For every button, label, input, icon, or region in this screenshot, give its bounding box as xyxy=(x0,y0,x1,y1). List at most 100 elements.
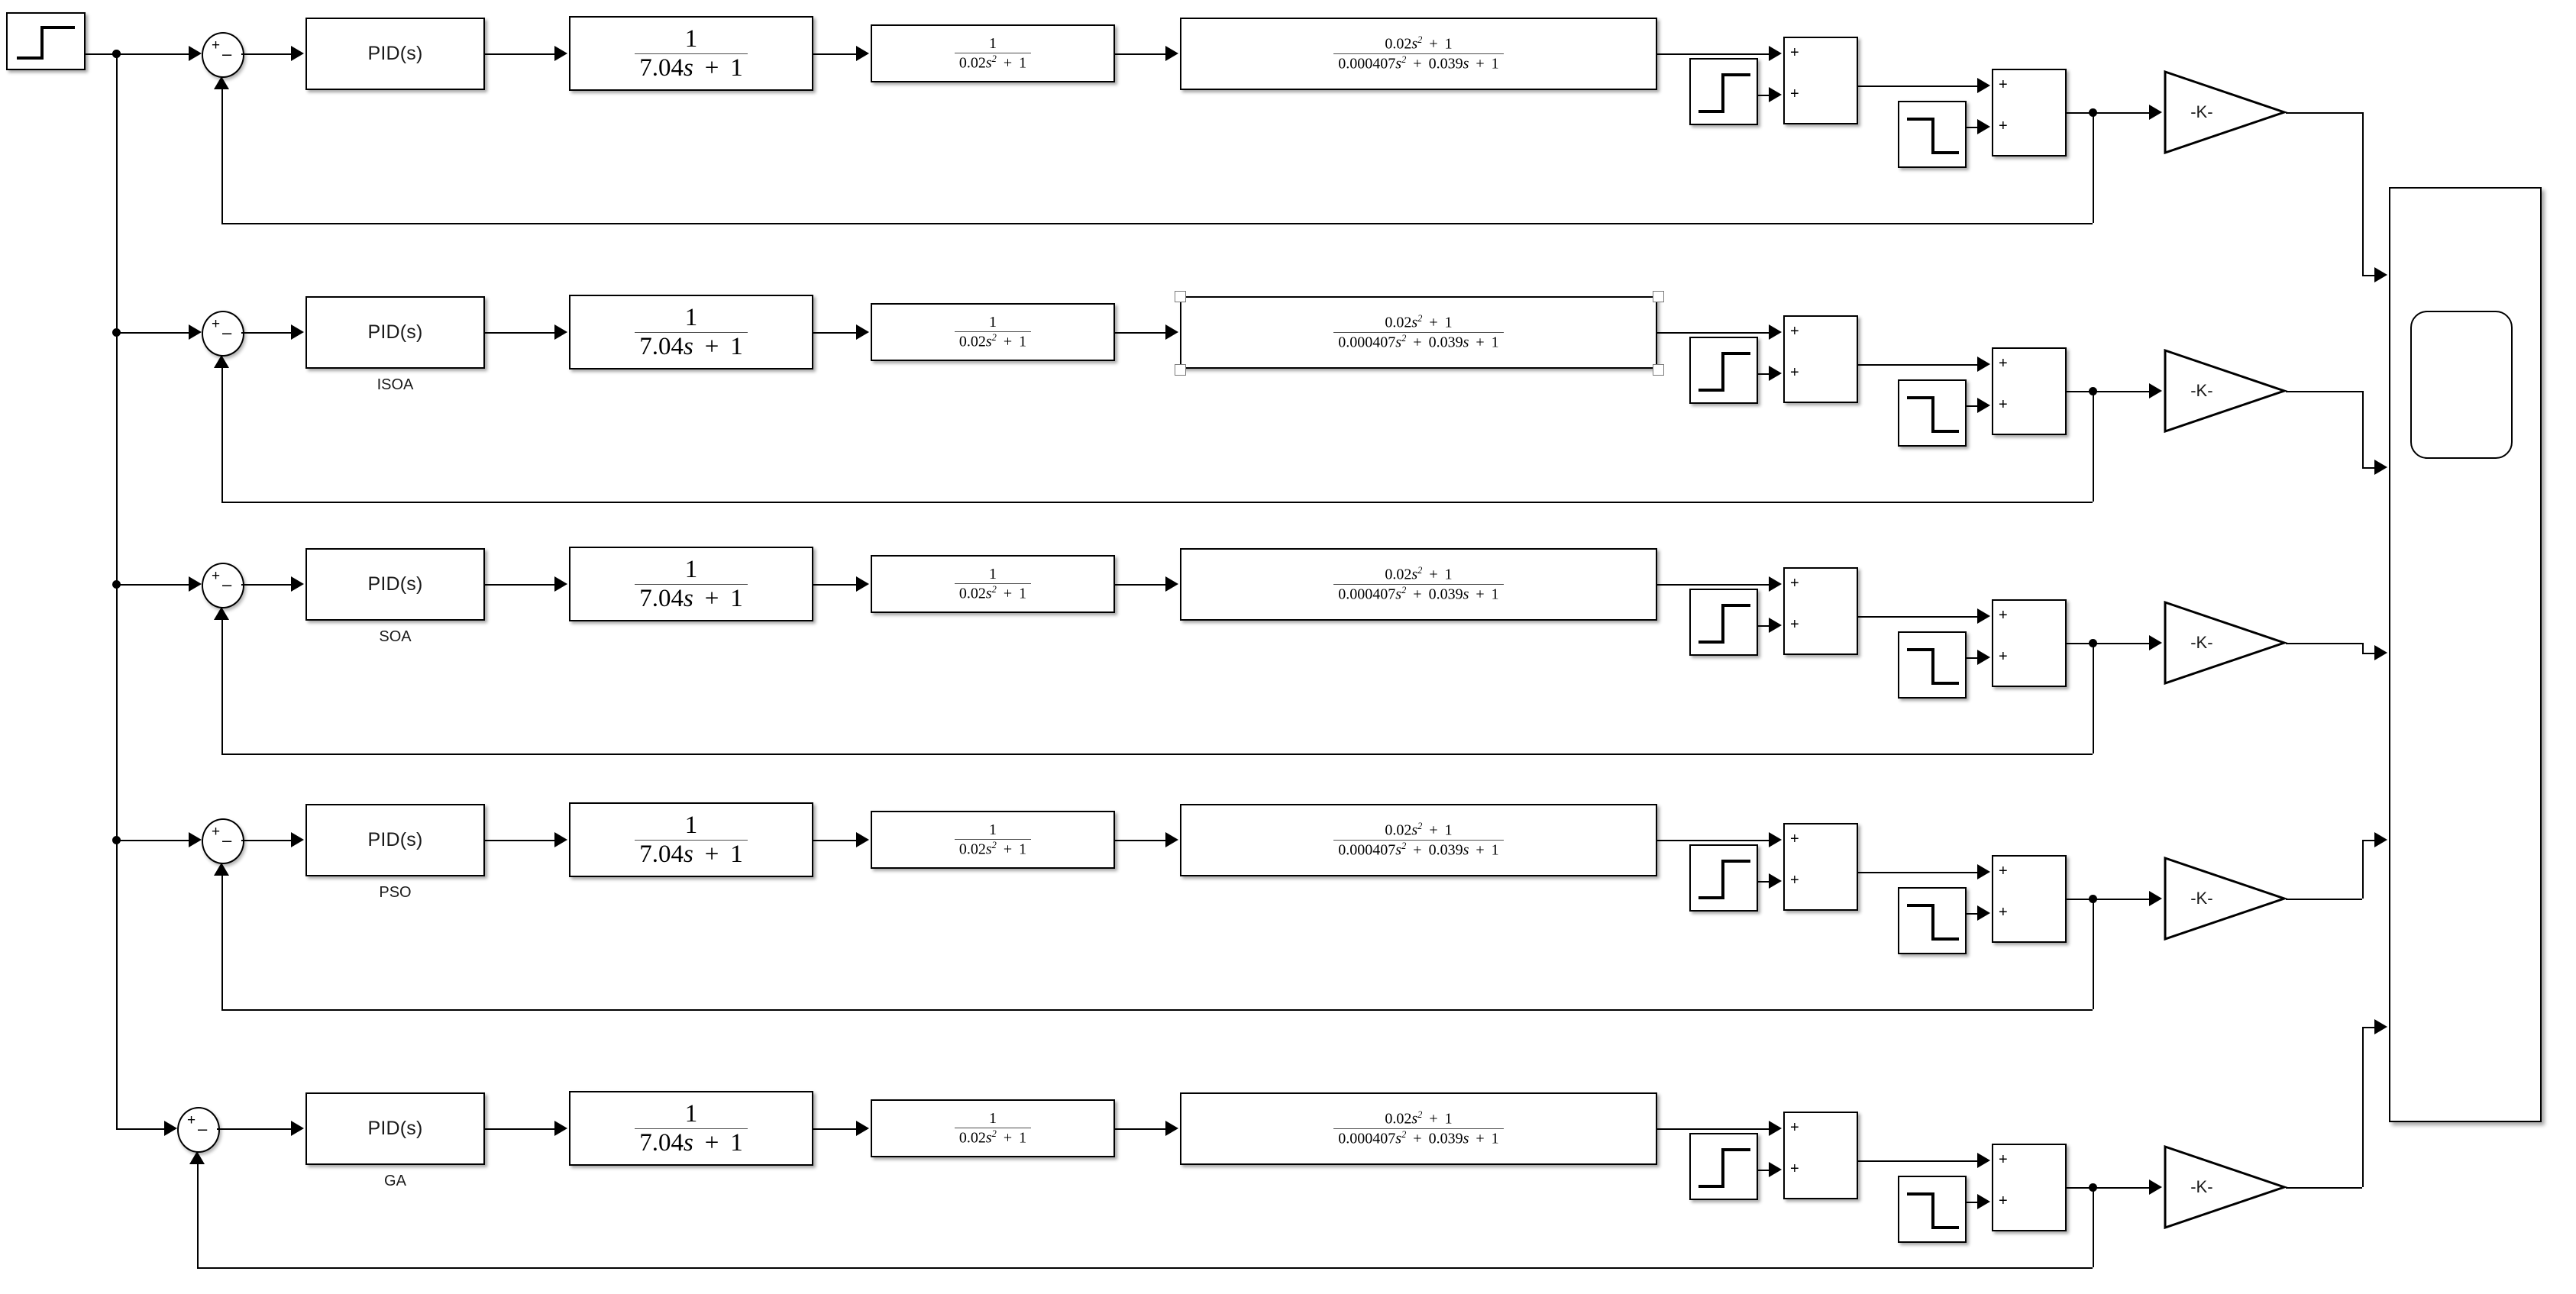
wire-arrowhead xyxy=(1769,324,1782,340)
wire-sum-to-pid-4 xyxy=(217,1128,292,1130)
gain-block-4[interactable]: -K- xyxy=(2164,1144,2288,1230)
sum-block-1-2[interactable]: ++ xyxy=(1783,567,1858,655)
disturbance-step-down-block-3[interactable] xyxy=(1898,887,1967,954)
disturbance-step-up-block-2[interactable] xyxy=(1689,589,1758,656)
step-down-icon xyxy=(1907,648,1959,685)
sum-junction-0[interactable]: +– xyxy=(202,32,244,78)
gain-block-2[interactable]: -K- xyxy=(2164,600,2288,686)
wire-gain-out-1 xyxy=(2286,391,2362,392)
wire-sum1-to-sum2-4 xyxy=(1858,1160,1978,1162)
wire-gain-out-0 xyxy=(2286,112,2362,114)
wire-arrowhead xyxy=(1977,78,1990,93)
gain-label: -K- xyxy=(2190,1177,2213,1196)
sum-block-2-1[interactable]: ++ xyxy=(1992,347,2067,435)
sum-block-1-4[interactable]: ++ xyxy=(1783,1112,1858,1199)
wire-arrowhead xyxy=(2149,635,2162,650)
gain-label: -K- xyxy=(2190,889,2213,908)
sum-junction-1[interactable]: +– xyxy=(202,311,244,357)
pid-controller-block-0[interactable]: PID(s) xyxy=(305,17,485,90)
pid-controller-block-2[interactable]: PID(s) xyxy=(305,547,485,621)
wire-feedback-down-0 xyxy=(2093,112,2094,223)
step-up-icon xyxy=(1698,1148,1750,1188)
gain-label: -K- xyxy=(2190,102,2213,121)
disturbance-step-down-block-2[interactable] xyxy=(1898,631,1967,699)
wire-tf3-to-sum1-3 xyxy=(1657,840,1770,841)
disturbance-step-up-block-3[interactable] xyxy=(1689,844,1758,912)
gain-triangle-icon xyxy=(2164,600,2288,686)
wire-sum1-to-sum2-0 xyxy=(1858,86,1978,87)
wire-arrowhead xyxy=(189,46,202,61)
wire-gain-to-scope-v-1 xyxy=(2362,391,2364,467)
sum-block-2-0[interactable]: ++ xyxy=(1992,69,2067,157)
sum-block-2-2[interactable]: ++ xyxy=(1992,599,2067,687)
selection-handle[interactable] xyxy=(1653,363,1664,376)
wire-sum1-to-sum2-1 xyxy=(1858,364,1978,366)
selection-handle[interactable] xyxy=(1653,290,1664,302)
disturbance-step-down-block-1[interactable] xyxy=(1898,379,1967,447)
disturbance-step-down-block-4[interactable] xyxy=(1898,1176,1967,1243)
wire-arrowhead xyxy=(2149,383,2162,399)
sum-block-2-3[interactable]: ++ xyxy=(1992,855,2067,943)
sum-block-1-3[interactable]: ++ xyxy=(1783,823,1858,911)
wire-tf3-to-sum1-1 xyxy=(1657,332,1770,334)
wire-arrowhead xyxy=(1769,1162,1782,1177)
disturbance-step-down-block-0[interactable] xyxy=(1898,101,1967,168)
sum-plus-sign: + xyxy=(1999,607,2008,624)
scope-block[interactable] xyxy=(2389,187,2542,1122)
disturbance-step-up-block-0[interactable] xyxy=(1689,58,1758,125)
sum-block-1-0[interactable]: ++ xyxy=(1783,37,1858,124)
wire-feedback-up-3 xyxy=(221,867,223,1009)
wire-feedback-up-4 xyxy=(197,1156,199,1267)
wire-setpoint-0 xyxy=(116,53,199,55)
wire-sum2-to-gain-2 xyxy=(2067,643,2150,644)
wire-tf2-to-tf3-1 xyxy=(1115,332,1166,334)
wire-arrowhead xyxy=(1977,1194,1990,1209)
pid-controller-block-1[interactable]: PID(s) xyxy=(305,295,485,369)
selection-handle[interactable] xyxy=(1175,290,1186,302)
wire-tf2-to-tf3-2 xyxy=(1115,584,1166,586)
sum-block-2-4[interactable]: ++ xyxy=(1992,1144,2067,1231)
step-input-block[interactable] xyxy=(6,12,86,70)
selection-handle[interactable] xyxy=(1175,363,1186,376)
sum-block-1-1[interactable]: ++ xyxy=(1783,315,1858,403)
gain-block-3[interactable]: -K- xyxy=(2164,856,2288,941)
wire-stepdown-to-sum2-3 xyxy=(1967,913,1978,915)
gain-block-1[interactable]: -K- xyxy=(2164,348,2288,434)
gain-label: -K- xyxy=(2190,633,2213,652)
sum-junction-2[interactable]: +– xyxy=(202,563,244,608)
wire-gain-to-scope-h-4 xyxy=(2362,1027,2375,1028)
pid-controller-block-3[interactable]: PID(s) xyxy=(305,803,485,876)
sum-junction-4[interactable]: +– xyxy=(177,1107,220,1153)
wire-arrowhead xyxy=(2374,832,2387,847)
disturbance-step-up-block-1[interactable] xyxy=(1689,337,1758,404)
sum-plus-sign: + xyxy=(187,1112,196,1128)
pid-controller-block-4[interactable]: PID(s) xyxy=(305,1092,485,1165)
step-down-icon xyxy=(1907,118,1959,154)
wire-arrowhead xyxy=(291,324,304,340)
wire-arrowhead xyxy=(1165,324,1178,340)
sum-junction-3[interactable]: +– xyxy=(202,818,244,864)
disturbance-step-up-block-4[interactable] xyxy=(1689,1133,1758,1200)
gain-block-0[interactable]: -K- xyxy=(2164,69,2288,155)
sum-minus-sign: – xyxy=(222,831,232,850)
